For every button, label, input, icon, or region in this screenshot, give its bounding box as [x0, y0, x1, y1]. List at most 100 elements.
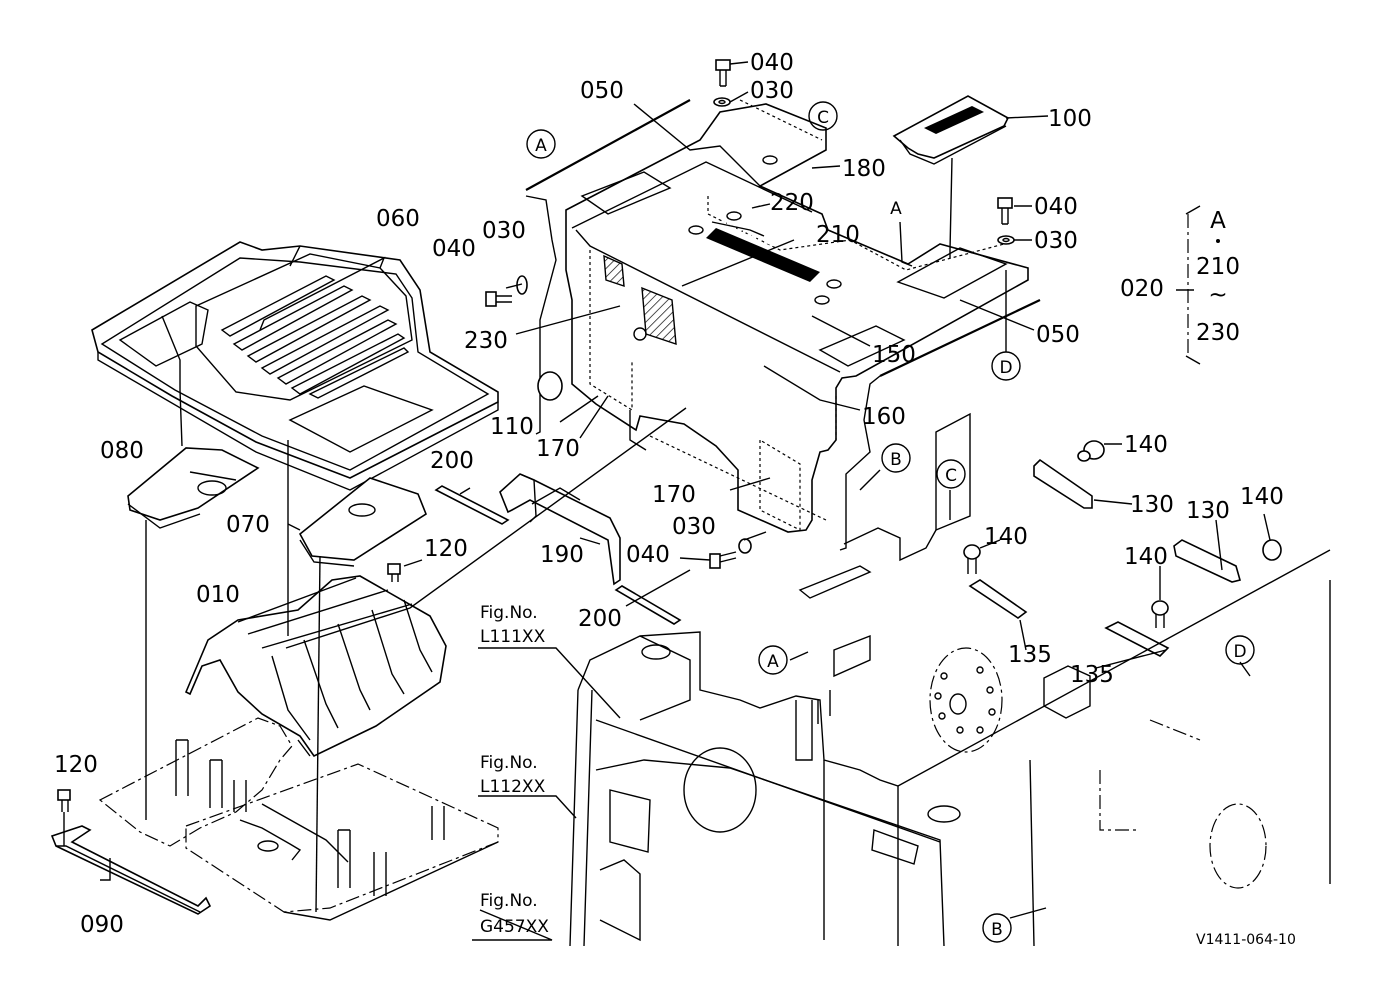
svg-text:B: B [890, 450, 902, 470]
part-140-nut-right [1262, 539, 1282, 561]
label-030-right: 030 [1034, 228, 1078, 254]
svg-text:Fig.No.: Fig.No. [480, 753, 538, 773]
label-030-left: 030 [482, 218, 526, 244]
decal-group-end: 230 [1196, 320, 1240, 346]
label-140-upper: 140 [1124, 432, 1168, 458]
figure-reference-l111xx: Fig.No. L111XX [480, 603, 546, 647]
platform-base-plate [185, 763, 499, 921]
svg-text:D: D [999, 358, 1012, 378]
label-170-left: 170 [536, 436, 580, 462]
svg-text:Fig.No.: Fig.No. [480, 891, 538, 911]
svg-text:B: B [991, 920, 1003, 940]
label-030: 030 [750, 78, 794, 104]
reference-marker-c2: C [936, 459, 966, 489]
label-060: 060 [376, 206, 420, 232]
decal-group-range: ~ [1208, 282, 1227, 308]
reference-marker-c1: C [808, 101, 838, 131]
figure-reference-l112xx: Fig.No. L112XX [480, 753, 546, 797]
decal-group-start: 210 [1196, 254, 1240, 280]
label-120-mid: 120 [424, 536, 468, 562]
label-230: 230 [464, 328, 508, 354]
label-040: 040 [750, 50, 794, 76]
label-190: 190 [540, 542, 584, 568]
label-130-upper: 130 [1130, 492, 1174, 518]
label-135-mid: 135 [1008, 642, 1052, 668]
label-170-right: 170 [652, 482, 696, 508]
label-200-lower: 200 [578, 606, 622, 632]
reference-marker-a3: A [758, 645, 788, 675]
part-130-bracket-upper [1033, 458, 1093, 509]
part-050-strip-lower [839, 299, 1041, 551]
label-220: 220 [770, 190, 814, 216]
part-070-plate [298, 477, 427, 567]
drawing-code: V1411-064-10 [1196, 932, 1296, 948]
part-040-bolt-mid [709, 538, 752, 569]
part-040-bolt-right [997, 197, 1015, 245]
part-100-fuse-box-lid [892, 95, 1010, 165]
label-120-left: 120 [54, 752, 98, 778]
part-050-strip-upper [525, 99, 691, 435]
part-200-strip-lower [614, 585, 682, 625]
svg-text:C: C [817, 108, 829, 128]
label-210: 210 [816, 222, 860, 248]
part-130-bracket-right [1173, 539, 1241, 583]
part-140-nut-upper [1077, 440, 1105, 462]
label-090: 090 [80, 912, 124, 938]
part-150-main-panel: NO STEP [565, 99, 1029, 533]
label-140-lower: 140 [1124, 544, 1168, 570]
part-140-bolt-right [1151, 600, 1169, 628]
flange-plate [929, 647, 1267, 889]
svg-text:L111XX: L111XX [480, 627, 546, 647]
bracket-assembly-center [795, 412, 1091, 761]
label-050: 050 [580, 78, 624, 104]
decal-group-letter: A [1210, 208, 1226, 234]
svg-text:G457XX: G457XX [480, 917, 549, 937]
part-040-bolt-left [485, 275, 528, 307]
base-plate-left [98, 717, 302, 861]
label-010: 010 [196, 582, 240, 608]
reference-marker-b1: B [881, 443, 911, 473]
label-080: 080 [100, 438, 144, 464]
label-160: 160 [862, 404, 906, 430]
part-080-plate [127, 447, 260, 529]
part-090-bar [50, 825, 212, 915]
part-135-strip-mid [968, 579, 1028, 619]
part-135-strip-right [1104, 621, 1170, 657]
part-120-fastener-mid [387, 563, 401, 582]
decal-group-020: A 210 ~ 230 [1196, 208, 1240, 346]
svg-text:C: C [945, 466, 957, 486]
label-150: 150 [872, 342, 916, 368]
label-130-right: 130 [1186, 498, 1230, 524]
label-135-right: 135 [1070, 662, 1114, 688]
label-030-mid: 030 [672, 514, 716, 540]
label-110: 110 [490, 414, 534, 440]
label-040-right: 040 [1034, 194, 1078, 220]
svg-text:A: A [535, 136, 547, 156]
reference-marker-d1: D [991, 351, 1021, 381]
part-120-fastener-left [57, 789, 71, 812]
label-070: 070 [226, 512, 270, 538]
svg-text:D: D [1233, 642, 1246, 662]
label-100: 100 [1048, 106, 1092, 132]
label-040-left: 040 [432, 236, 476, 262]
part-040-bolt-top [713, 59, 731, 107]
reference-marker-a1: A [526, 129, 556, 159]
reference-marker-d2: D [1225, 635, 1255, 665]
figure-reference-g457xx: Fig.No. G457XX [480, 891, 549, 937]
reference-marker-b2: B [982, 913, 1012, 943]
part-010-cover [184, 575, 447, 758]
label-140-right: 140 [1240, 484, 1284, 510]
part-060-floor-mat [91, 241, 499, 491]
label-200-upper: 200 [430, 448, 474, 474]
label-140-mid: 140 [984, 524, 1028, 550]
part-labels: 040 030 050 180 220 210 100 040 030 020 … [54, 50, 1284, 938]
label-050-right: 050 [1036, 322, 1080, 348]
chassis-frame [569, 549, 1331, 947]
leader-lines [63, 61, 1271, 941]
part-140-bolt-mid [963, 544, 981, 574]
label-040-mid: 040 [626, 542, 670, 568]
svg-text:Fig.No.: Fig.No. [480, 603, 538, 623]
part-200-strip-upper [434, 485, 510, 525]
label-020: 020 [1120, 276, 1164, 302]
